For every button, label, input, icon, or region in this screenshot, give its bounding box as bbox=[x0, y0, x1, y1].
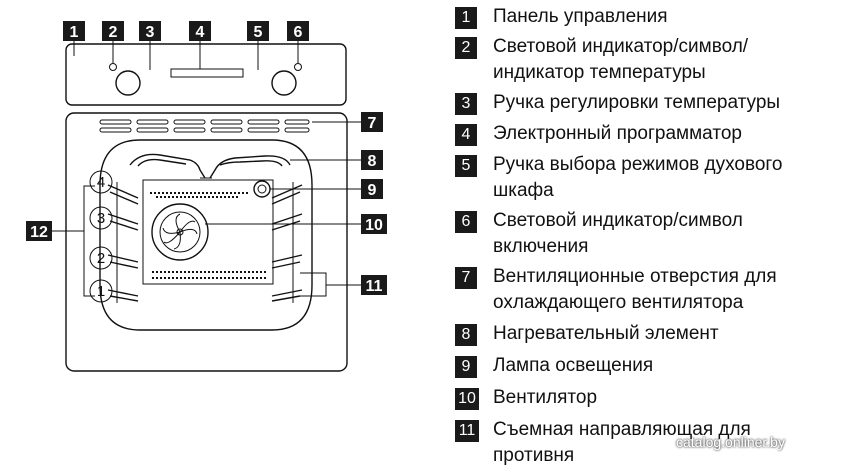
callout-7: 7 bbox=[361, 112, 383, 132]
legend-text: Нагревательный элемент bbox=[493, 323, 719, 344]
shelf-level-4: 4 bbox=[89, 170, 113, 194]
legend-text: Съемная направляющая для противня bbox=[493, 419, 751, 466]
legend-item-6: 6 Световой индикатор/символ включения bbox=[455, 208, 838, 260]
callout-9: 9 bbox=[361, 179, 383, 199]
fan bbox=[151, 203, 209, 261]
oven-cavity bbox=[99, 139, 313, 331]
legend-number: 3 bbox=[455, 93, 477, 115]
callout-4: 4 bbox=[189, 21, 211, 41]
control-panel bbox=[65, 43, 347, 106]
oven-lamp bbox=[253, 180, 271, 198]
legend-item-4: 4 Электронный программатор bbox=[455, 121, 838, 147]
legend-number: 2 bbox=[455, 37, 477, 59]
callout-11: 11 bbox=[361, 275, 387, 295]
legend-text: Панель управления bbox=[493, 6, 668, 27]
svg-text:2: 2 bbox=[97, 250, 105, 267]
electronic-programmer bbox=[170, 68, 244, 78]
watermark: catalog.onliner.by bbox=[676, 434, 785, 450]
legend-item-9: 9 Лампа освещения bbox=[455, 353, 838, 379]
svg-text:10: 10 bbox=[365, 217, 383, 234]
legend-number: 5 bbox=[455, 155, 477, 177]
svg-text:4: 4 bbox=[97, 174, 105, 191]
indicator-light-temperature bbox=[109, 63, 117, 71]
legend-item-3: 3 Ручка регулировки температуры bbox=[455, 90, 838, 116]
shelf-level-1: 1 bbox=[89, 279, 113, 303]
callout-5: 5 bbox=[247, 21, 269, 41]
function-knob bbox=[271, 70, 297, 96]
legend-item-2: 2 Световой индикатор/символ/ индикатор т… bbox=[455, 34, 838, 86]
legend-number: 9 bbox=[455, 356, 477, 378]
legend-item-5: 5 Ручка выбора режимов духового шкафа bbox=[455, 152, 838, 204]
bottom-vent-holes bbox=[152, 271, 268, 279]
ventilation-slots bbox=[99, 119, 310, 133]
legend-text: Световой индикатор/символ/ индикатор тем… bbox=[493, 36, 749, 83]
oven-body bbox=[65, 112, 348, 372]
shelf-level-2: 2 bbox=[89, 246, 113, 270]
legend-item-8: 8 Нагревательный элемент bbox=[455, 321, 838, 347]
top-vent-holes bbox=[150, 192, 248, 198]
left-shelf-rails bbox=[107, 182, 139, 303]
legend-text: Ручка регулировки температуры bbox=[493, 92, 781, 113]
svg-text:2: 2 bbox=[109, 24, 118, 41]
legend-number: 4 bbox=[455, 124, 477, 146]
svg-text:6: 6 bbox=[294, 24, 303, 41]
heating-element bbox=[129, 153, 291, 179]
legend-item-7: 7 Вентиляционные отверстия для охлаждающ… bbox=[455, 264, 838, 316]
legend-number: 7 bbox=[455, 267, 477, 289]
legend-text: Вентилятор bbox=[493, 387, 598, 408]
indicator-light-power bbox=[294, 63, 302, 71]
callout-6: 6 bbox=[287, 21, 309, 41]
svg-text:9: 9 bbox=[368, 182, 377, 199]
legend-number: 6 bbox=[455, 211, 477, 233]
callout-1: 1 bbox=[63, 21, 85, 41]
svg-text:11: 11 bbox=[366, 278, 383, 295]
legend-text: Лампа освещения bbox=[493, 355, 654, 376]
legend-number: 10 bbox=[455, 388, 479, 410]
legend-text: Ручка выбора режимов духового шкафа bbox=[493, 154, 783, 201]
svg-text:1: 1 bbox=[97, 283, 105, 300]
svg-text:12: 12 bbox=[30, 224, 48, 241]
callout-12: 12 bbox=[26, 221, 52, 241]
legend-text: Электронный программатор bbox=[493, 123, 742, 144]
legend-item-1: 1 Панель управления bbox=[455, 4, 838, 30]
legend-number: 1 bbox=[455, 7, 477, 29]
callout-10: 10 bbox=[361, 214, 387, 234]
callout-2: 2 bbox=[102, 21, 124, 41]
svg-text:5: 5 bbox=[254, 24, 263, 41]
svg-text:8: 8 bbox=[368, 153, 377, 170]
svg-text:3: 3 bbox=[146, 24, 155, 41]
legend-number: 8 bbox=[455, 324, 477, 346]
legend-text: Световой индикатор/символ включения bbox=[493, 210, 743, 257]
callout-8: 8 bbox=[361, 150, 383, 170]
temperature-knob bbox=[115, 70, 141, 96]
callout-3: 3 bbox=[139, 21, 161, 41]
legend-item-10: 10 Вентилятор bbox=[455, 385, 838, 411]
svg-text:3: 3 bbox=[97, 210, 105, 227]
svg-text:1: 1 bbox=[70, 24, 79, 41]
legend-number: 11 bbox=[455, 420, 479, 442]
legend-item-11: 11 Съемная направляющая для противня bbox=[455, 417, 838, 469]
back-wall bbox=[142, 179, 274, 285]
legend-text: Вентиляционные отверстия для охлаждающег… bbox=[493, 266, 777, 313]
shelf-level-3: 3 bbox=[89, 206, 113, 230]
svg-text:7: 7 bbox=[368, 115, 377, 132]
right-shelf-rails bbox=[271, 182, 303, 303]
svg-text:4: 4 bbox=[196, 24, 205, 41]
